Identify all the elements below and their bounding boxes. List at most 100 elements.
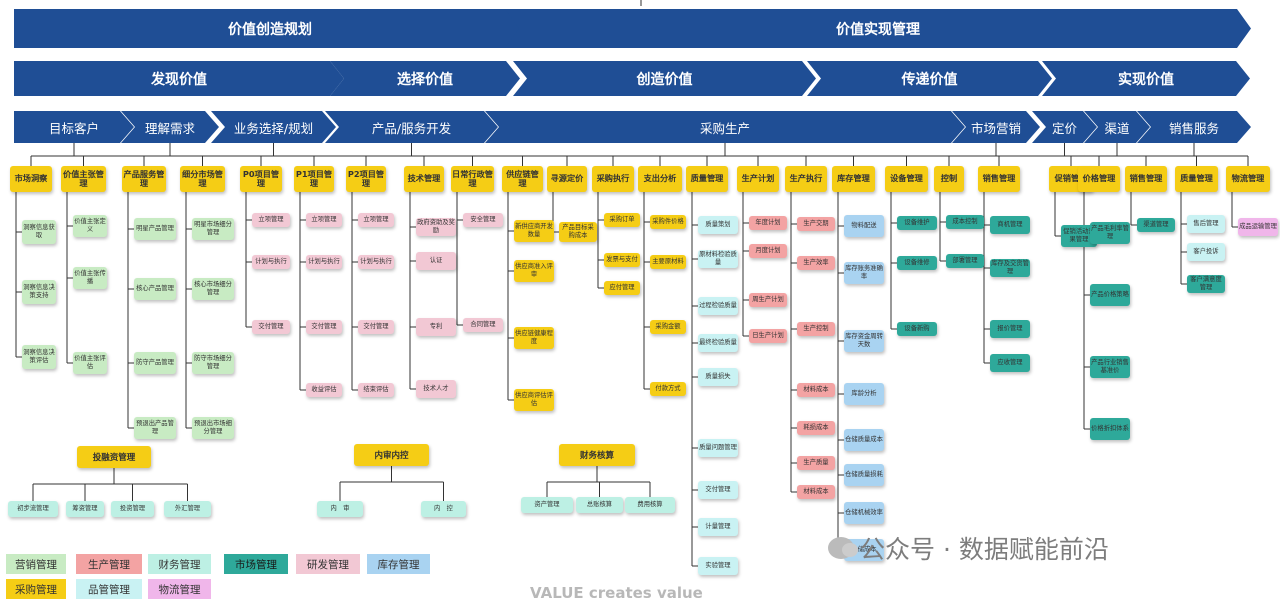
column-item: 明星产品管理 <box>134 218 176 240</box>
column-item: 成品运输管理 <box>1238 218 1278 236</box>
column-header: 产品服务管理 <box>122 166 166 192</box>
column-item: 库龄分析 <box>844 383 884 405</box>
column-item: 供应商评估评估 <box>514 389 554 411</box>
column-header: P1项目管理 <box>294 166 334 192</box>
value-phase-arrow: 实现价值 <box>1042 61 1250 96</box>
column-item: 结束评估 <box>358 383 394 397</box>
legend-item: 市场管理 <box>224 554 288 574</box>
center-item: 费用核算 <box>625 497 675 513</box>
column-item: 洞察信息决策支持 <box>22 280 56 304</box>
column-item: 材料成本 <box>797 485 835 499</box>
column-item: 主要原材料 <box>650 255 686 269</box>
column-item: 认证 <box>416 252 456 270</box>
column-item: 合同管理 <box>463 318 503 332</box>
column-header: 生产计划 <box>737 166 779 192</box>
legend-item: 物流管理 <box>148 579 211 599</box>
column-header: 细分市场管理 <box>180 166 225 192</box>
column-item: 供应商准入评审 <box>514 260 554 282</box>
legend-item: 营销管理 <box>6 554 66 574</box>
column-header: 库存管理 <box>832 166 875 192</box>
legend-item: 品管管理 <box>76 579 142 599</box>
column-item: 部署管理 <box>946 254 984 268</box>
column-item: 月度计划 <box>749 244 787 258</box>
wechat-icon <box>828 537 858 559</box>
column-item: 成本控制 <box>946 215 984 229</box>
column-item: 交付管理 <box>306 320 342 334</box>
column-item: 原材料检验质量 <box>698 250 738 268</box>
column-header: 寻源定价 <box>547 166 587 192</box>
column-item: 生产交期 <box>797 217 835 231</box>
column-item: 洞察信息决策评估 <box>22 345 56 369</box>
value-phase-arrow: 发现价值 <box>14 61 344 96</box>
column-header: 销售管理 <box>1125 166 1167 192</box>
column-item: 促销活动效果管理 <box>1061 225 1097 247</box>
column-item: 质量问题管理 <box>698 439 738 457</box>
footer-slogan: VALUE creates value <box>530 584 703 602</box>
column-item: 专利 <box>416 318 456 336</box>
column-item: 收益评估 <box>306 383 342 397</box>
column-header: 控制 <box>934 166 964 192</box>
column-item: 采购订单 <box>604 213 640 227</box>
column-header: 价值主张管理 <box>61 166 106 192</box>
column-item: 库存及交货管理 <box>990 259 1030 277</box>
watermark: 公众号 · 数据赋能前沿 <box>828 530 1109 566</box>
column-header: 价格管理 <box>1078 166 1120 192</box>
column-item: 价值主张定义 <box>73 215 107 237</box>
column-item: 过程检验质量 <box>698 297 738 315</box>
column-header: P2项目管理 <box>346 166 386 192</box>
column-item: 采购件价格 <box>650 215 686 229</box>
column-item: 库存账务准确率 <box>844 262 884 284</box>
column-header: 设备管理 <box>885 166 928 192</box>
column-item: 供应链健康程度 <box>514 327 554 349</box>
process-arrow: 产品/服务开发 <box>325 111 498 143</box>
column-header: P0项目管理 <box>240 166 282 192</box>
column-item: 设备新购 <box>897 322 937 336</box>
column-item: 核心市场细分管理 <box>192 278 234 300</box>
column-item: 防守产品管理 <box>134 352 176 374</box>
column-item: 立项管理 <box>358 213 394 227</box>
column-item: 仓储质量损耗 <box>844 464 884 486</box>
center-item: 资产管理 <box>521 497 573 513</box>
center-item: 内 控 <box>421 501 466 517</box>
legend-item: 采购管理 <box>6 579 66 599</box>
column-item: 年度计划 <box>749 216 787 230</box>
column-item: 应付管理 <box>604 281 640 295</box>
column-item: 预退出市场细分管理 <box>192 417 234 439</box>
center-item: 外汇管理 <box>164 501 211 517</box>
column-header: 物流管理 <box>1226 166 1270 192</box>
value-phase-arrow: 选择价值 <box>330 61 520 96</box>
center-item: 内 审 <box>317 501 363 517</box>
column-item: 周生产计划 <box>749 293 787 307</box>
column-header: 生产执行 <box>785 166 827 192</box>
center-header: 内审内控 <box>354 444 429 466</box>
column-item: 立项管理 <box>306 213 342 227</box>
column-item: 产品毛利率管理 <box>1090 222 1130 244</box>
column-item: 立项管理 <box>252 213 290 227</box>
column-item: 产品目标采购成本 <box>559 222 597 242</box>
center-item: 总账核算 <box>576 497 623 513</box>
column-item: 发票与支付 <box>604 253 640 267</box>
column-item: 售后管理 <box>1187 215 1225 233</box>
column-item: 设备维修 <box>897 256 937 270</box>
column-item: 仓储机械效率 <box>844 502 884 524</box>
column-item: 质量损失 <box>698 368 738 386</box>
legend-item: 库存管理 <box>367 554 430 574</box>
column-item: 付款方式 <box>650 382 686 396</box>
value-phase-arrow: 传递价值 <box>807 61 1052 96</box>
column-header: 市场洞察 <box>10 166 52 192</box>
column-item: 生产效率 <box>797 256 835 270</box>
column-header: 日常行政管理 <box>451 166 494 192</box>
column-item: 安全管理 <box>463 213 503 227</box>
column-header: 销售管理 <box>978 166 1020 192</box>
column-item: 明星市场细分管理 <box>192 218 234 240</box>
column-item: 计划与执行 <box>252 255 290 269</box>
column-item: 技术人才 <box>416 380 456 398</box>
column-item: 产品价格策略 <box>1090 284 1130 306</box>
center-header: 投融资管理 <box>77 446 151 468</box>
column-item: 交付管理 <box>698 481 738 499</box>
watermark-text: 公众号 · 数据赋能前沿 <box>860 535 1109 564</box>
column-item: 客户投诉 <box>1187 243 1225 261</box>
column-item: 交付管理 <box>252 320 290 334</box>
column-item: 应收管理 <box>990 354 1030 372</box>
